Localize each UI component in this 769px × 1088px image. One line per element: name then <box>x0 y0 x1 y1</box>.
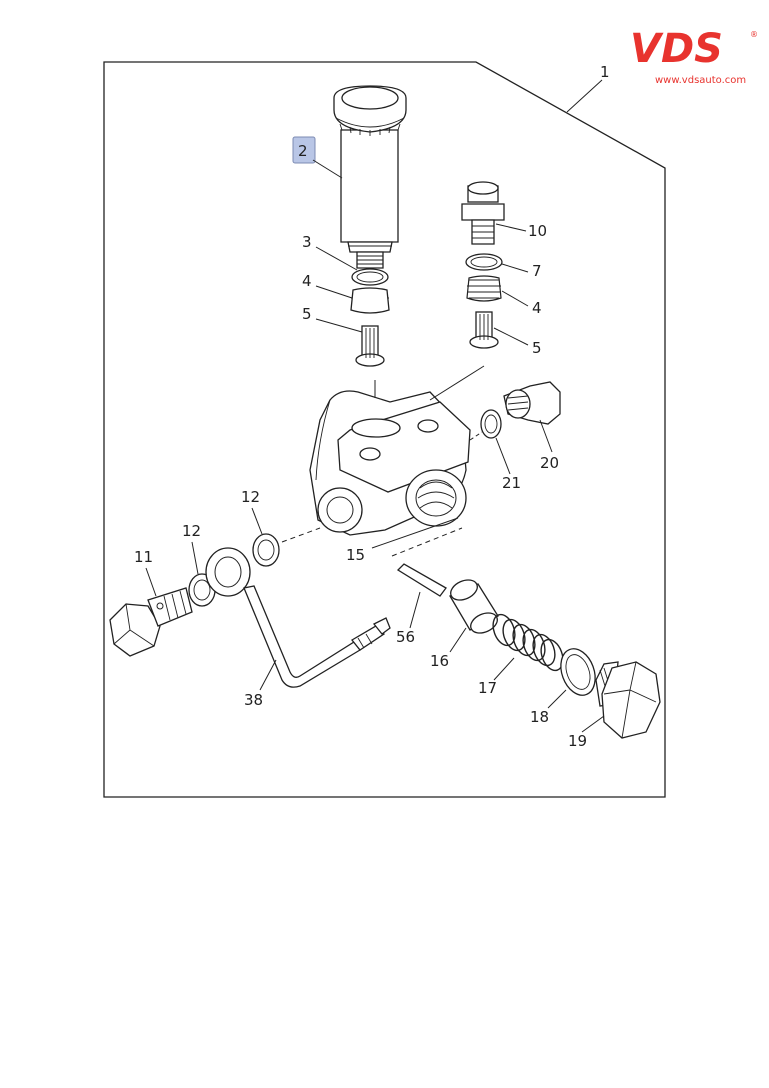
eye-bolt-11 <box>109 587 193 657</box>
spring-4-right <box>466 275 502 302</box>
connector-nut-10 <box>461 181 505 245</box>
label-1: 1 <box>600 63 610 81</box>
fuel-pipe-38 <box>205 547 391 688</box>
vds-logo: VDS ® www.vdsauto.com <box>630 26 758 86</box>
label-16: 16 <box>430 652 449 670</box>
part-2-highlight <box>292 136 316 164</box>
label-2: 2 <box>298 142 308 160</box>
piston-16 <box>449 579 499 634</box>
washer-12-upper <box>252 533 280 567</box>
label-56: 56 <box>396 628 415 646</box>
label-38: 38 <box>244 691 263 709</box>
label-3: 3 <box>302 233 312 251</box>
label-5-right: 5 <box>532 339 542 357</box>
valve-5-left <box>355 325 385 367</box>
primer-pump <box>333 85 407 269</box>
label-18: 18 <box>530 708 549 726</box>
plug-19 <box>595 661 661 739</box>
label-12-upper: 12 <box>241 488 260 506</box>
label-17: 17 <box>478 679 497 697</box>
pin-56 <box>396 563 447 597</box>
label-15: 15 <box>346 546 365 564</box>
gasket-18 <box>560 648 596 696</box>
label-11: 11 <box>134 548 153 566</box>
registered-mark: ® <box>750 30 758 39</box>
logo-text: VDS <box>630 26 723 72</box>
label-5-left: 5 <box>302 305 312 323</box>
piston-spring-17 <box>492 613 564 672</box>
valve-5-right <box>469 311 499 349</box>
label-19: 19 <box>568 732 587 750</box>
label-20: 20 <box>540 454 559 472</box>
label-12-lower: 12 <box>182 522 201 540</box>
pump-body-15 <box>309 390 471 536</box>
label-21: 21 <box>502 474 521 492</box>
logo-url: www.vdsauto.com <box>655 75 746 86</box>
label-7: 7 <box>532 262 542 280</box>
label-4-left: 4 <box>302 272 312 290</box>
label-4-right: 4 <box>532 299 542 317</box>
side-plug-20 <box>503 381 561 425</box>
spring-4-left <box>350 287 390 314</box>
gasket-21 <box>480 409 502 439</box>
label-10: 10 <box>528 222 547 240</box>
assembly-frame <box>103 61 666 798</box>
